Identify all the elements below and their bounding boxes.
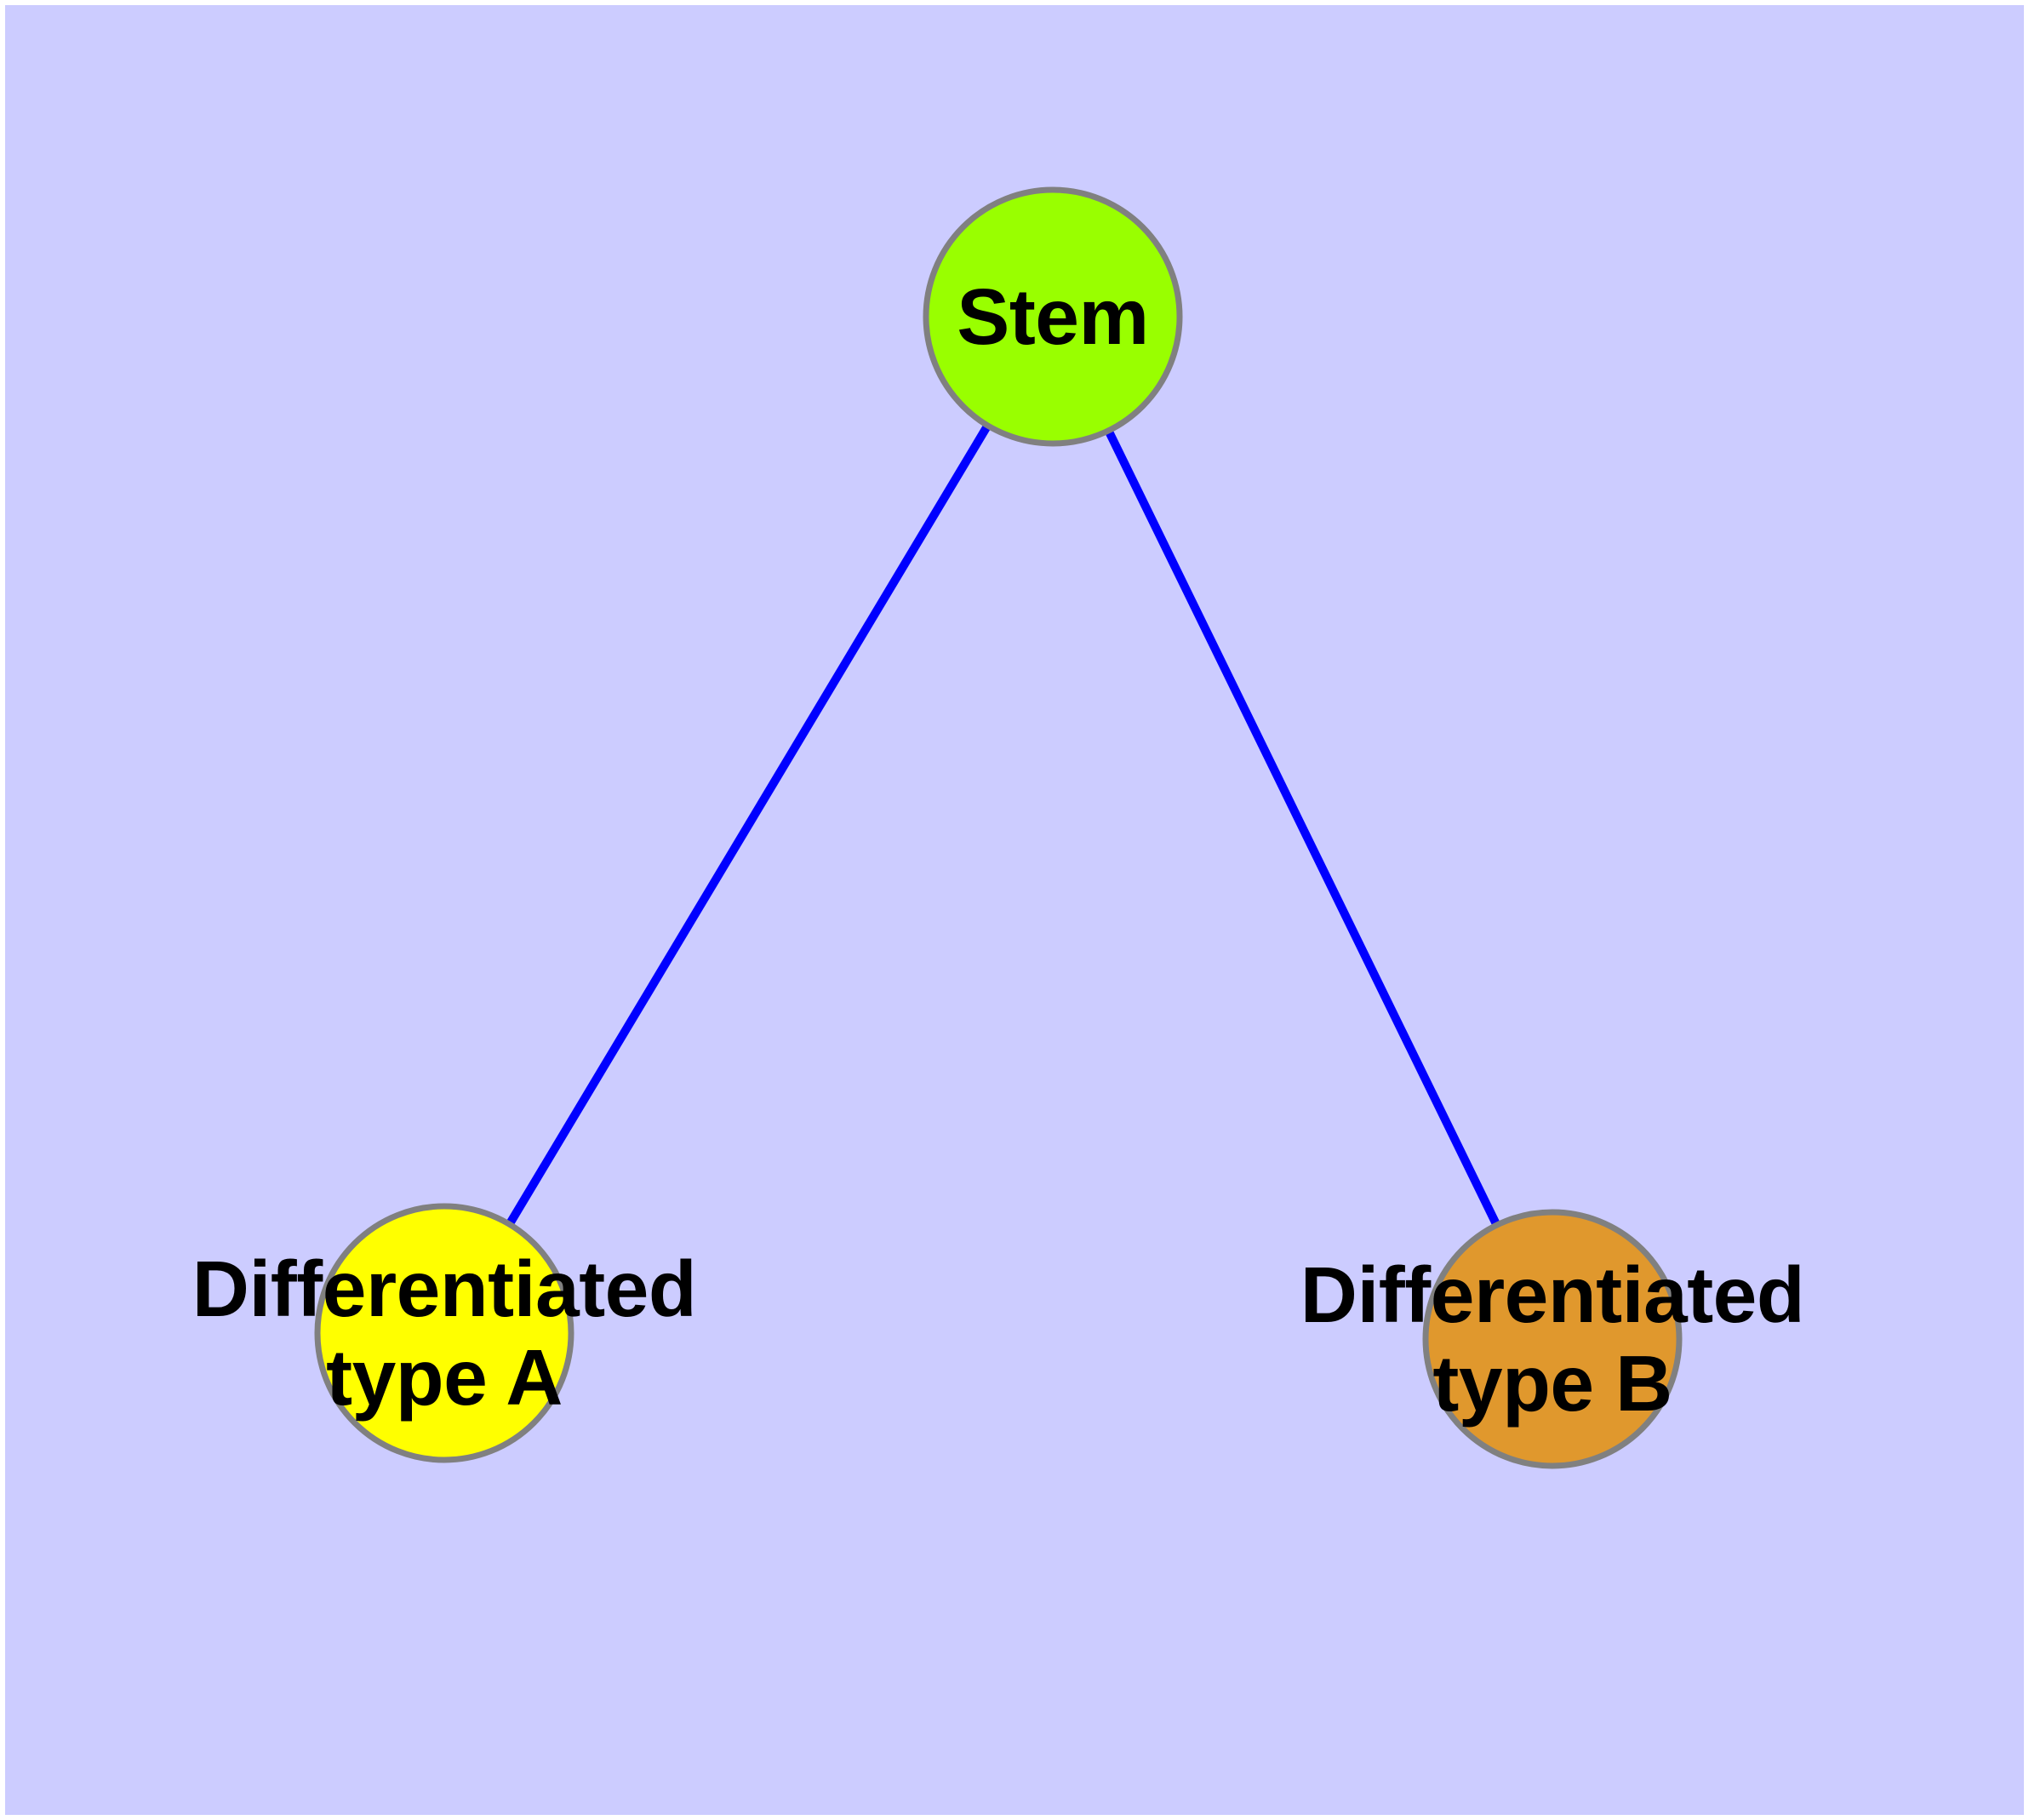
node-layer — [314, 186, 1683, 1469]
graph-edge[interactable] — [1049, 314, 1557, 1342]
edge-layer — [440, 314, 1557, 1342]
graph-node-diff_b[interactable] — [1422, 1209, 1683, 1469]
graph-node-diff_a[interactable] — [314, 1203, 574, 1463]
graph-node-stem[interactable] — [923, 186, 1183, 447]
graph-edge[interactable] — [440, 314, 1057, 1336]
